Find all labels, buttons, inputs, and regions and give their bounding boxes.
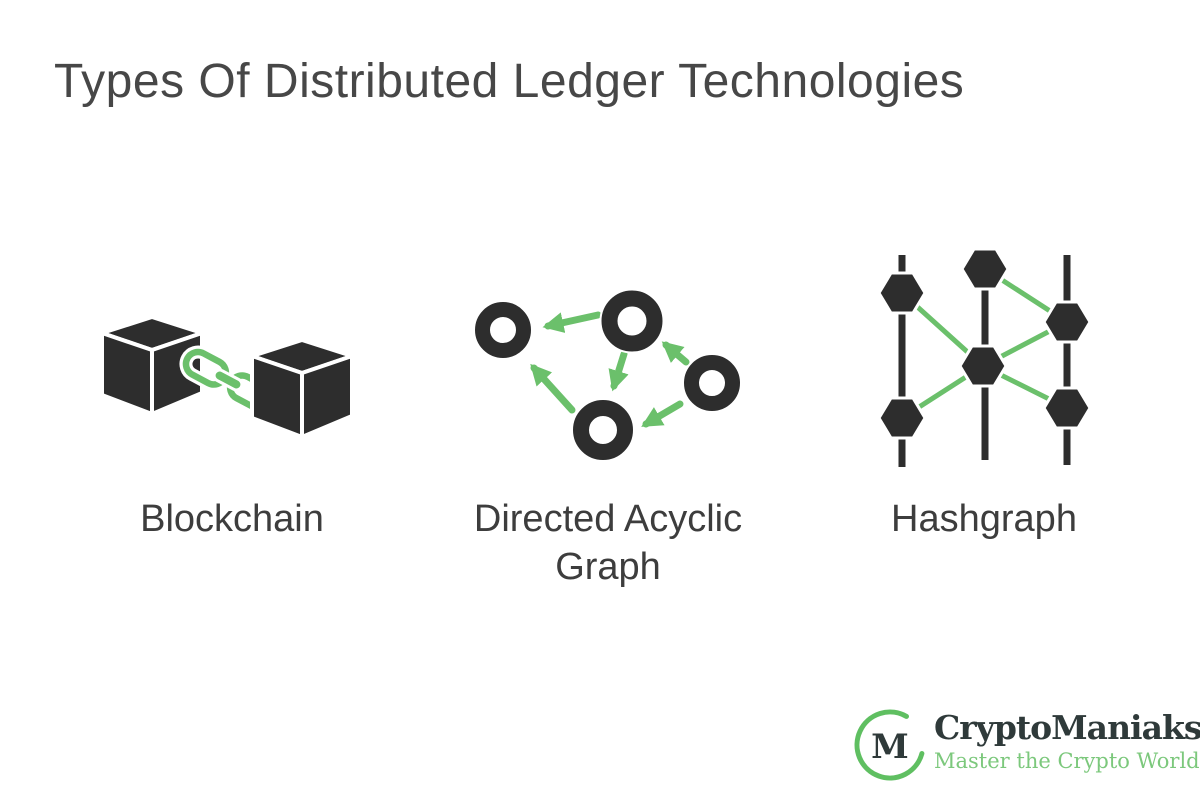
brand-name: CryptoManiaks (934, 708, 1200, 747)
label-hashgraph: Hashgraph (891, 498, 1077, 540)
hexagon-node (877, 271, 927, 315)
logo-text: CryptoManiaks Master the Crypto World (934, 704, 1200, 788)
dag-nodes (473, 288, 742, 462)
dag-arrows (530, 311, 690, 428)
cryptomaniaks-logo: M CryptoManiaks Master the Crypto World (852, 704, 1200, 788)
label-dag: Directed Acyclic Graph (473, 498, 743, 588)
dag-arrow (641, 400, 684, 428)
dag-arrow (542, 311, 602, 333)
logo-monogram-letter: M (871, 727, 909, 767)
hexagon-node (958, 344, 1008, 388)
dag-icon (473, 288, 742, 462)
chain-link-icon (179, 345, 277, 415)
hashgraph-events (877, 247, 1092, 440)
dag-arrow (661, 341, 690, 366)
dag-node (684, 355, 740, 411)
hashgraph-icon (877, 247, 1092, 467)
brand-tagline: Master the Crypto World (934, 749, 1200, 774)
dag-arrow (608, 350, 629, 392)
dag-arrow (530, 363, 576, 414)
logo-ring-arc (854, 709, 925, 781)
hexagon-node (877, 396, 927, 440)
blockchain-icon (100, 315, 354, 439)
dag-node (475, 302, 531, 358)
hexagon-node (960, 247, 1010, 291)
dag-node (573, 400, 633, 460)
dag-node (601, 290, 663, 352)
page-title: Types Of Distributed Ledger Technologies (54, 55, 965, 109)
hexagon-node (1042, 386, 1092, 430)
label-blockchain: Blockchain (140, 498, 324, 540)
cube-right-icon (250, 338, 354, 439)
hexagon-node (1042, 300, 1092, 344)
logo-monogram-icon: M (854, 709, 925, 781)
